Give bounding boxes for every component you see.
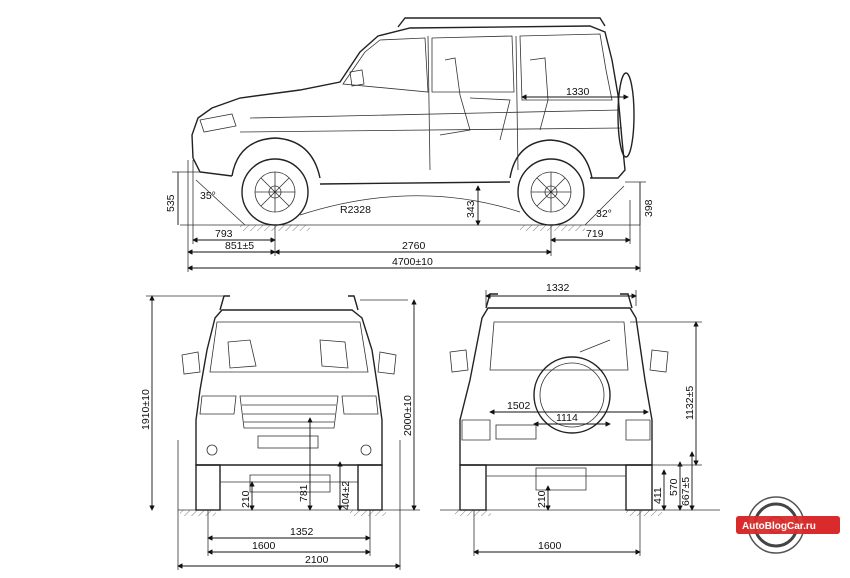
- dim-departure-angle: 32°: [596, 208, 612, 220]
- side-headlight: [199, 113, 237, 133]
- dim-front-axle-height: 781: [298, 484, 310, 502]
- spare-wheel-rear: [533, 356, 611, 434]
- dim-rear-clearance: 210: [536, 490, 548, 508]
- front-mirror-right: [377, 351, 397, 375]
- dim-front-clearance: 210: [240, 490, 252, 508]
- ground-line-front: [178, 509, 420, 516]
- front-windshield: [209, 321, 369, 373]
- dim-front-overhang-total: 851±5: [225, 240, 254, 252]
- dim-wheelbase: 2760: [402, 240, 426, 252]
- front-left-tire: [195, 464, 221, 511]
- rear-body-outline: [459, 307, 653, 466]
- side-rear-wheel: [517, 158, 585, 226]
- dim-rear-bumper-height: 570: [668, 478, 680, 496]
- side-body-outline: [191, 25, 626, 179]
- dim-rear-wheel-diameter: 1114: [556, 412, 578, 424]
- rear-axle: [486, 467, 626, 491]
- ground-line-side: [180, 224, 640, 231]
- dim-rear-step-height: 411: [652, 487, 664, 504]
- watermark-logo: AutoBlogCar.ru: [736, 496, 840, 554]
- rear-left-tire: [459, 464, 487, 511]
- dim-ground-clearance: 343: [465, 200, 477, 218]
- rear-view: 1332 1502 1114 1132±5 210 411 570 667±5 …: [440, 282, 720, 556]
- dim-ramp-radius: R2328: [340, 204, 371, 216]
- rear-mirror-right: [649, 349, 669, 373]
- dim-rear-track: 1600: [538, 540, 562, 552]
- dim-front-height: 535: [165, 194, 177, 212]
- front-license-plate: [257, 435, 319, 449]
- dim-front-track: 1600: [252, 540, 276, 552]
- dim-inner-track: 1352: [290, 526, 314, 538]
- dim-width: 2100: [305, 554, 329, 566]
- side-front-wheel: [241, 158, 309, 226]
- side-rear-window: [519, 33, 613, 101]
- front-right-tire: [357, 464, 383, 511]
- front-mirror-left: [181, 351, 201, 375]
- front-headlight-left: [199, 395, 237, 415]
- side-windshield: [342, 37, 429, 93]
- watermark-text: AutoBlogCar.ru: [742, 521, 816, 532]
- side-front-door-window: [431, 35, 515, 93]
- front-headlight-right: [341, 395, 379, 415]
- rear-mirror-left: [449, 349, 469, 373]
- ground-line-rear: [440, 509, 720, 516]
- dim-length: 4700±10: [392, 256, 433, 268]
- dim-rear-overhang: 719: [586, 228, 604, 240]
- spare-wheel-side: [617, 72, 635, 158]
- dim-window-length: 1330: [566, 86, 590, 98]
- front-roof-rack: [219, 295, 359, 311]
- rear-window: [489, 321, 629, 371]
- front-grille: [239, 395, 339, 429]
- front-view: 1910±10 2000±10 210 781 404±2 1352 1600 …: [140, 295, 420, 570]
- dim-front-overhang: 793: [215, 228, 233, 240]
- roof-rack: [397, 17, 606, 28]
- side-view: 4700±10 2760 851±5 793 719 1330 535 398 …: [165, 17, 655, 272]
- dim-rear-side-height: 1132±5: [684, 386, 696, 420]
- front-body-outline: [195, 309, 383, 466]
- dim-rear-top-width: 1332: [546, 282, 570, 294]
- rear-right-tire: [625, 464, 653, 511]
- dim-rear-height: 398: [643, 199, 655, 217]
- dim-front-wheel-center: 404±2: [340, 481, 352, 510]
- dim-rear-bumper-top: 667±5: [680, 477, 692, 506]
- dim-front-height: 1910±10: [140, 389, 152, 430]
- dim-rear-body-width: 1502: [507, 400, 531, 412]
- dim-front-height-rack: 2000±10: [402, 395, 414, 436]
- side-mirror: [349, 69, 365, 87]
- dim-approach-angle: 35°: [200, 190, 216, 202]
